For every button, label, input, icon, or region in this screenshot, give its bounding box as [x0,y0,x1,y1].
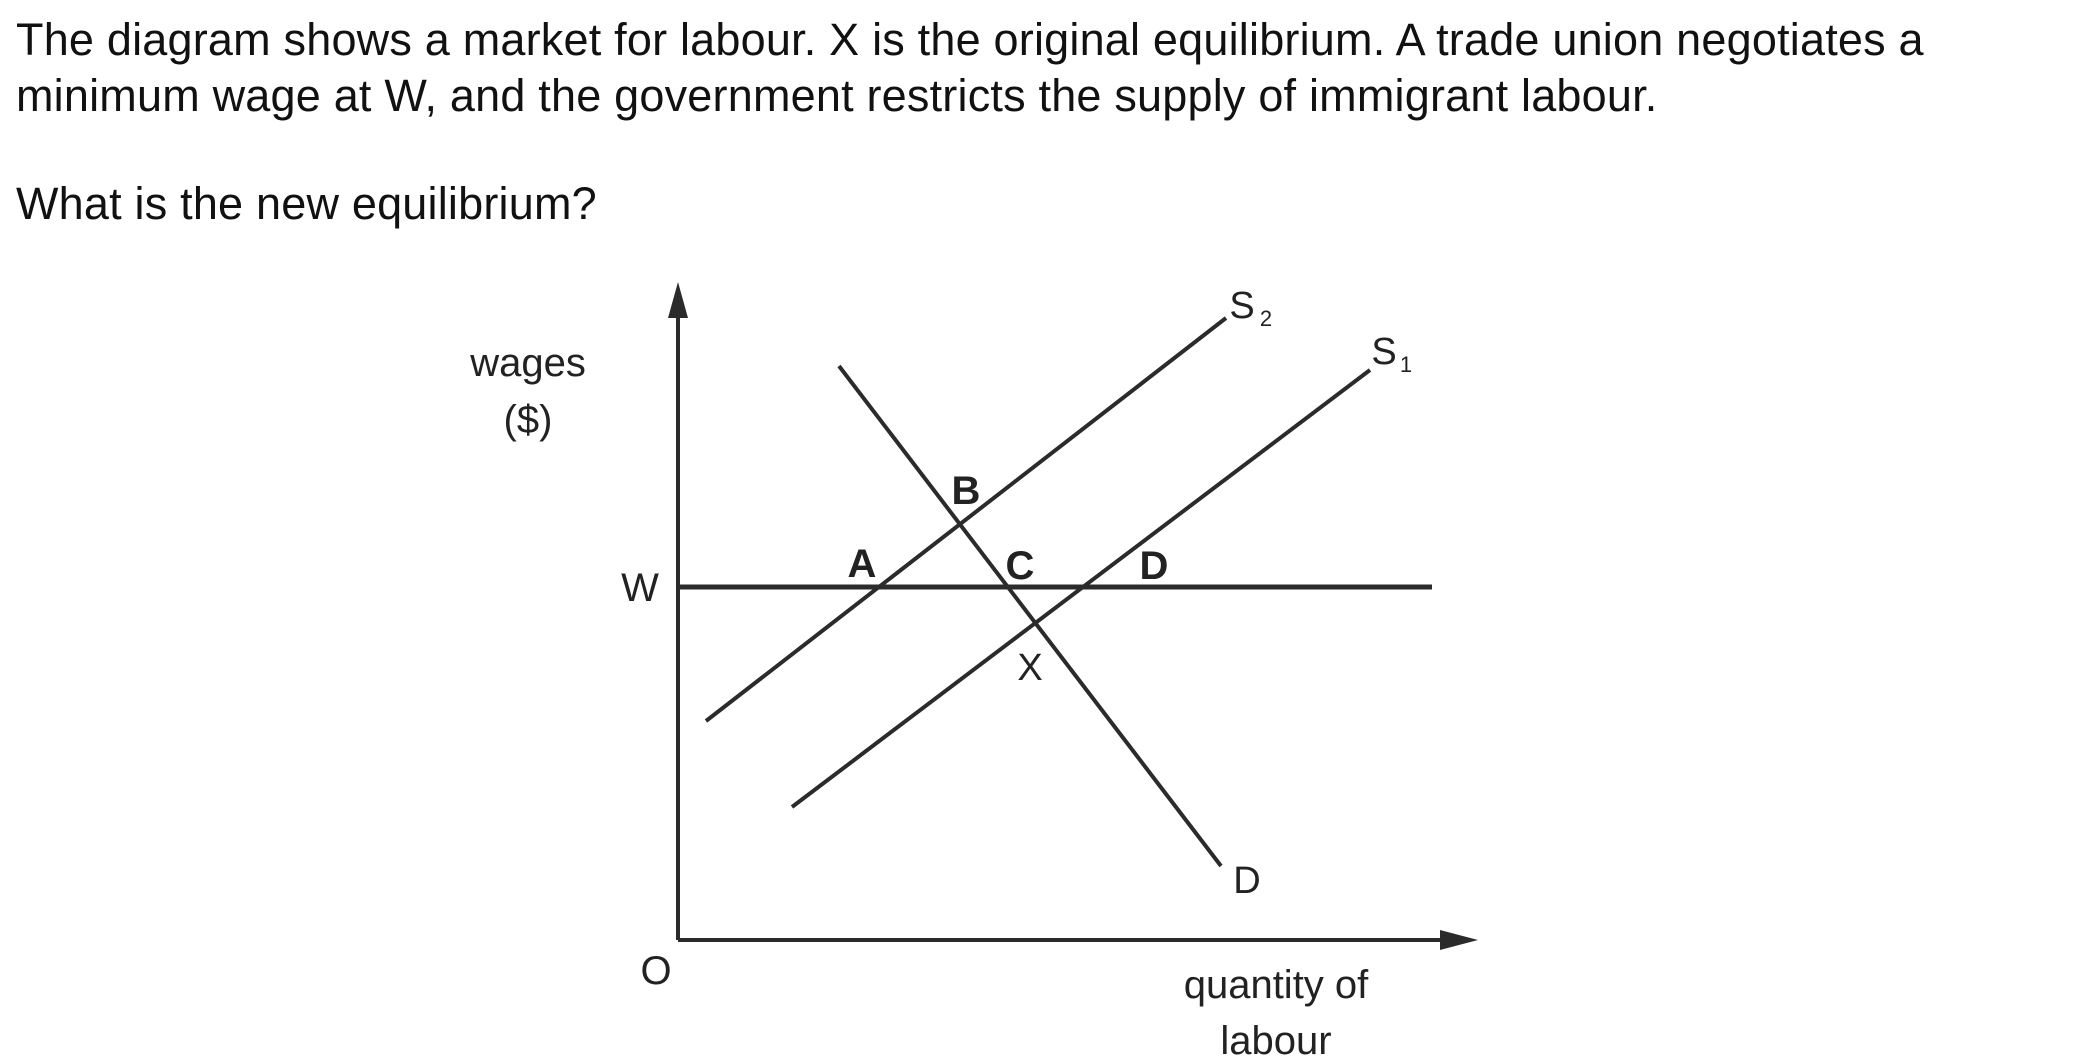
supply2-label: S [1229,285,1254,327]
question-line-2: minimum wage at W, and the government re… [16,70,1658,121]
question-text: The diagram shows a market for labour. X… [16,12,2076,232]
wage-floor-label: W [621,566,659,610]
supply1-label: S [1371,331,1396,373]
supply1-subscript: 1 [1400,352,1412,377]
question-prompt: What is the new equilibrium? [16,178,597,229]
point-a-label: A [848,542,877,586]
point-d-label: D [1140,544,1169,588]
y-axis-label-wages: wages [469,341,586,385]
x-axis-label-quantity: quantity of [1184,963,1369,1007]
y-axis-label-unit: ($) [504,398,553,442]
y-axis-arrow [668,282,688,318]
demand-curve [837,364,1223,868]
x-axis-arrow [1440,930,1478,950]
question-line-1: The diagram shows a market for labour. X… [16,14,1924,65]
point-x-label: X [1017,647,1042,689]
supply-curve-s1 [790,368,1372,809]
point-b-label: B [952,469,981,513]
point-c-label: C [1006,544,1035,588]
supply2-subscript: 2 [1260,306,1272,331]
demand-label: D [1233,860,1260,902]
supply-curve-s2 [704,316,1228,723]
x-axis-label-labour: labour [1220,1019,1331,1063]
origin-label: O [640,949,671,993]
